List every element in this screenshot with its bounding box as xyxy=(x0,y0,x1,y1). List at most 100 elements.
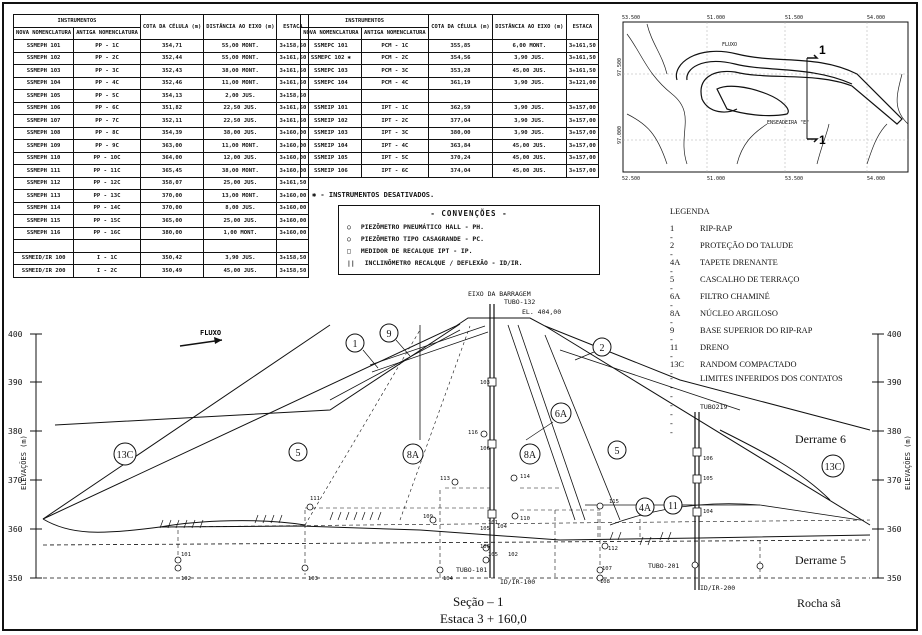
zone-label: 8A xyxy=(402,443,424,465)
svg-text:105: 105 xyxy=(488,552,498,558)
legend-title: LEGENDA xyxy=(670,207,710,216)
y-tick: 350 xyxy=(8,574,23,583)
instruments-table-pc-ipt: INSTRUMENTOS COTA DA CÉLULA (m) DISTÂNCI… xyxy=(300,14,600,178)
drain-hatching xyxy=(159,511,672,546)
legend-key: 13C - xyxy=(670,360,684,378)
col-distancia: DISTÂNCIA AO EIXO (m) xyxy=(491,14,567,40)
table-cell: 45,00 JUS. xyxy=(491,164,567,178)
table-cell: 364,00 xyxy=(139,151,205,165)
legend-key: 8A - xyxy=(670,309,680,327)
inclinometer-label: ID/IR-100 xyxy=(500,578,535,586)
col-cota: COTA DA CÉLULA (m) xyxy=(427,14,493,40)
zone-label: 13C xyxy=(113,442,137,466)
table-cell: 363,00 xyxy=(139,139,205,153)
y-tick: 380 xyxy=(8,427,23,436)
convention-item: ○PIEZÔMETRO TIPO CASAGRANDE - PC. xyxy=(347,235,484,243)
convention-item: ○PIEZÔMETRO PNEUMÁTICO HALL - PH. xyxy=(347,223,484,231)
svg-text:102: 102 xyxy=(508,552,518,558)
table-cell: 350,49 xyxy=(139,264,205,278)
y-axis-label: ELEVAÇÕES (m) xyxy=(903,435,912,490)
svg-text:103: 103 xyxy=(308,576,318,582)
legend-label: DRENO xyxy=(700,343,729,352)
deactivated-mark: ✱ xyxy=(347,55,351,62)
tubo-label: TUBO-101 xyxy=(456,566,487,574)
legend-key: 11 - xyxy=(670,343,679,361)
y-axis-label: ELEVAÇÕES (m) xyxy=(19,435,28,490)
y-tick: 390 xyxy=(8,378,23,387)
zone-label: 13C xyxy=(821,454,845,478)
legend-label: RANDOM COMPACTADO xyxy=(700,360,797,369)
map-xtick: 53.500 xyxy=(622,15,640,21)
map-xtick: 54.000 xyxy=(867,176,885,182)
legend-key: 4A - xyxy=(670,258,680,276)
tubo-label: TUBO-201 xyxy=(648,562,679,570)
svg-text:106: 106 xyxy=(703,456,713,462)
zone-label: 5 xyxy=(607,440,627,460)
legend-key: 2 - xyxy=(670,241,675,259)
svg-text:104: 104 xyxy=(497,524,508,530)
svg-text:104: 104 xyxy=(443,576,454,582)
map-xtick: 51.500 xyxy=(785,15,803,21)
legend-label: CASCALHO DE TERRAÇO xyxy=(700,275,800,284)
table-cell: IPT - 6C xyxy=(360,164,429,178)
convention-item: □MEDIDOR DE RECALQUE IPT - IP. xyxy=(347,247,473,255)
tubo-label: TUBO-132 xyxy=(504,298,535,306)
svg-text:111: 111 xyxy=(310,496,320,502)
zone-label: 6A xyxy=(550,402,572,424)
crest-elevation-label: EL. 404,00 xyxy=(522,308,561,316)
map-xtick: 52.500 xyxy=(622,176,640,182)
map-enseadeira-label: ENSEADEIRA "E" xyxy=(767,120,809,126)
instrument-leads xyxy=(177,487,761,578)
y-axis-left xyxy=(30,333,42,579)
svg-text:1: 1 xyxy=(353,339,358,350)
table-cell: 3+161,50 xyxy=(276,176,310,190)
legend-key: 9 - xyxy=(670,326,675,344)
embankment-outline xyxy=(42,317,871,528)
flow-arrow-icon: FLUXO xyxy=(179,329,223,347)
deactivated-note: ✱ - INSTRUMENTOS DESATIVADOS. xyxy=(312,191,435,199)
table-gap xyxy=(300,89,600,103)
svg-text:106: 106 xyxy=(480,446,490,452)
svg-text:113: 113 xyxy=(440,476,450,482)
table-cell: SSMEPH 108 xyxy=(12,126,75,140)
location-map: 53.500 51.000 51.500 54.000 52.500 51.00… xyxy=(617,15,909,182)
map-dam-outline xyxy=(675,50,903,125)
foundation-lines xyxy=(42,518,871,579)
col-estaca: ESTACA xyxy=(565,14,600,40)
flow-label: FLUXO xyxy=(200,329,221,337)
y-tick: 400 xyxy=(8,330,23,339)
svg-text:105: 105 xyxy=(480,526,490,532)
svg-text:106: 106 xyxy=(480,544,490,550)
dam-axis-label: EIXO DA BARRAGEM xyxy=(468,290,531,298)
instrument-markers xyxy=(174,377,764,582)
legend-key: 1 - xyxy=(670,224,675,242)
table-cell: I - 2C xyxy=(73,264,141,278)
zone-label: 8A xyxy=(519,443,541,465)
col-distancia: DISTÂNCIA AO EIXO (m) xyxy=(203,14,278,40)
svg-text:13C: 13C xyxy=(825,462,842,473)
conventions-title: - CONVENÇÕES - xyxy=(430,209,508,218)
legend-label: BASE SUPERIOR DO RIP-RAP xyxy=(700,326,813,335)
zone-label: 11 xyxy=(663,495,683,515)
map-xtick: 54.000 xyxy=(867,15,885,21)
y-tick: 380 xyxy=(887,427,902,436)
inclinometer-label: ID/IR-200 xyxy=(700,584,735,592)
map-section-number: 1 xyxy=(819,43,826,57)
svg-text:105: 105 xyxy=(703,476,713,482)
